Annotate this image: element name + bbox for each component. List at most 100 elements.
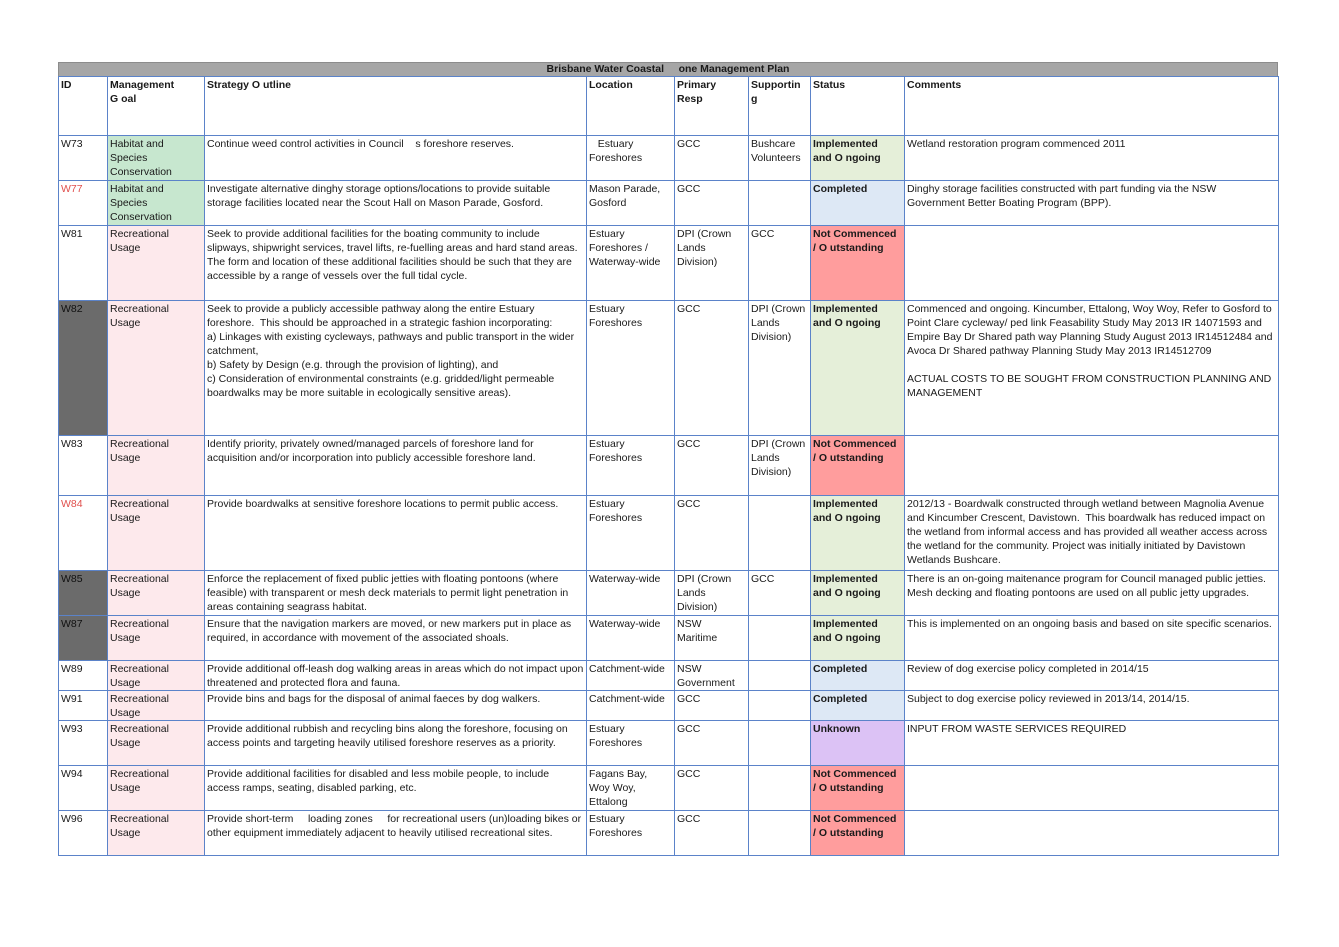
cell-location: Catchment-wide xyxy=(586,690,675,721)
cell-id: W81 xyxy=(58,225,108,301)
cell-status: Not Commenced / O utstanding xyxy=(810,765,905,811)
cell-comments xyxy=(904,765,1279,811)
cell-status: Completed xyxy=(810,180,905,226)
cell-goal: Recreational Usage xyxy=(107,495,205,571)
cell-location: Waterway-wide xyxy=(586,615,675,661)
cell-strategy: Continue weed control activities in Coun… xyxy=(204,135,587,181)
cell-id: W87 xyxy=(58,615,108,661)
cell-id: W73 xyxy=(58,135,108,181)
cell-status: Unknown xyxy=(810,720,905,766)
cell-location: Estuary Foreshores xyxy=(586,810,675,856)
cell-strategy: Provide boardwalks at sensitive foreshor… xyxy=(204,495,587,571)
cell-id: W96 xyxy=(58,810,108,856)
management-plan-sheet: Brisbane Water Coastal one Management Pl… xyxy=(58,62,1279,856)
cell-supporting xyxy=(748,615,811,661)
cell-id: W83 xyxy=(58,435,108,496)
cell-goal: Recreational Usage xyxy=(107,570,205,616)
cell-goal: Recreational Usage xyxy=(107,660,205,691)
cell-goal: Recreational Usage xyxy=(107,435,205,496)
cell-comments xyxy=(904,810,1279,856)
cell-location: Estuary Foreshores xyxy=(586,495,675,571)
cell-status: Completed xyxy=(810,660,905,691)
cell-strategy: Enforce the replacement of fixed public … xyxy=(204,570,587,616)
cell-strategy: Provide additional facilities for disabl… xyxy=(204,765,587,811)
cell-goal: Recreational Usage xyxy=(107,765,205,811)
cell-primary: DPI (Crown Lands Division) xyxy=(674,225,749,301)
cell-supporting: DPI (Crown Lands Division) xyxy=(748,300,811,436)
header-id: ID xyxy=(58,76,108,136)
cell-comments: Dinghy storage facilities constructed wi… xyxy=(904,180,1279,226)
cell-location: Estuary Foreshores xyxy=(586,300,675,436)
cell-strategy: Seek to provide additional facilities fo… xyxy=(204,225,587,301)
cell-primary: NSW Government xyxy=(674,660,749,691)
cell-goal: Habitat and Species Conservation xyxy=(107,135,205,181)
header-row: ID Management G oal Strategy O utline Lo… xyxy=(58,76,1279,136)
cell-supporting xyxy=(748,495,811,571)
cell-status: Not Commenced / O utstanding xyxy=(810,225,905,301)
cell-supporting: DPI (Crown Lands Division) xyxy=(748,435,811,496)
cell-id: W82 xyxy=(58,300,108,436)
cell-goal: Recreational Usage xyxy=(107,810,205,856)
cell-comments: Wetland restoration program commenced 20… xyxy=(904,135,1279,181)
cell-goal: Recreational Usage xyxy=(107,720,205,766)
cell-comments: Subject to dog exercise policy reviewed … xyxy=(904,690,1279,721)
cell-supporting xyxy=(748,810,811,856)
cell-supporting xyxy=(748,660,811,691)
cell-primary: GCC xyxy=(674,300,749,436)
header-goal: Management G oal xyxy=(107,76,205,136)
cell-status: Implemented and O ngoing xyxy=(810,570,905,616)
cell-id: W89 xyxy=(58,660,108,691)
header-primary: Primary Resp xyxy=(674,76,749,136)
cell-strategy: Seek to provide a publicly accessible pa… xyxy=(204,300,587,436)
cell-id: W94 xyxy=(58,765,108,811)
cell-comments: There is an on-going maitenance program … xyxy=(904,570,1279,616)
cell-supporting xyxy=(748,690,811,721)
cell-strategy: Provide additional off-leash dog walking… xyxy=(204,660,587,691)
cell-comments xyxy=(904,225,1279,301)
cell-strategy: Provide additional rubbish and recycling… xyxy=(204,720,587,766)
cell-primary: NSW Maritime xyxy=(674,615,749,661)
cell-comments: 2012/13 - Boardwalk constructed through … xyxy=(904,495,1279,571)
cell-goal: Recreational Usage xyxy=(107,300,205,436)
cell-primary: GCC xyxy=(674,690,749,721)
cell-strategy: Provide short-term loading zones for rec… xyxy=(204,810,587,856)
cell-supporting: GCC xyxy=(748,225,811,301)
cell-location: Estuary Foreshores / Waterway-wide xyxy=(586,225,675,301)
cell-id: W77 xyxy=(58,180,108,226)
cell-location: Estuary Foreshores xyxy=(586,135,675,181)
cell-location: Mason Parade, Gosford xyxy=(586,180,675,226)
cell-status: Implemented and O ngoing xyxy=(810,300,905,436)
cell-location: Estuary Foreshores xyxy=(586,720,675,766)
cell-primary: GCC xyxy=(674,495,749,571)
cell-id: W84 xyxy=(58,495,108,571)
cell-comments: Review of dog exercise policy completed … xyxy=(904,660,1279,691)
cell-strategy: Ensure that the navigation markers are m… xyxy=(204,615,587,661)
cell-location: Catchment-wide xyxy=(586,660,675,691)
cell-strategy: Investigate alternative dinghy storage o… xyxy=(204,180,587,226)
cell-supporting xyxy=(748,180,811,226)
cell-comments xyxy=(904,435,1279,496)
cell-primary: GCC xyxy=(674,810,749,856)
cell-id: W91 xyxy=(58,690,108,721)
header-supporting: Supportin g xyxy=(748,76,811,136)
cell-comments: This is implemented on an ongoing basis … xyxy=(904,615,1279,661)
cell-id: W93 xyxy=(58,720,108,766)
cell-primary: GCC xyxy=(674,720,749,766)
cell-status: Not Commenced / O utstanding xyxy=(810,810,905,856)
cell-status: Not Commenced / O utstanding xyxy=(810,435,905,496)
sheet-title: Brisbane Water Coastal one Management Pl… xyxy=(58,62,1278,76)
cell-supporting: GCC xyxy=(748,570,811,616)
cell-location: Fagans Bay, Woy Woy, Ettalong xyxy=(586,765,675,811)
cell-supporting xyxy=(748,765,811,811)
cell-goal: Recreational Usage xyxy=(107,615,205,661)
